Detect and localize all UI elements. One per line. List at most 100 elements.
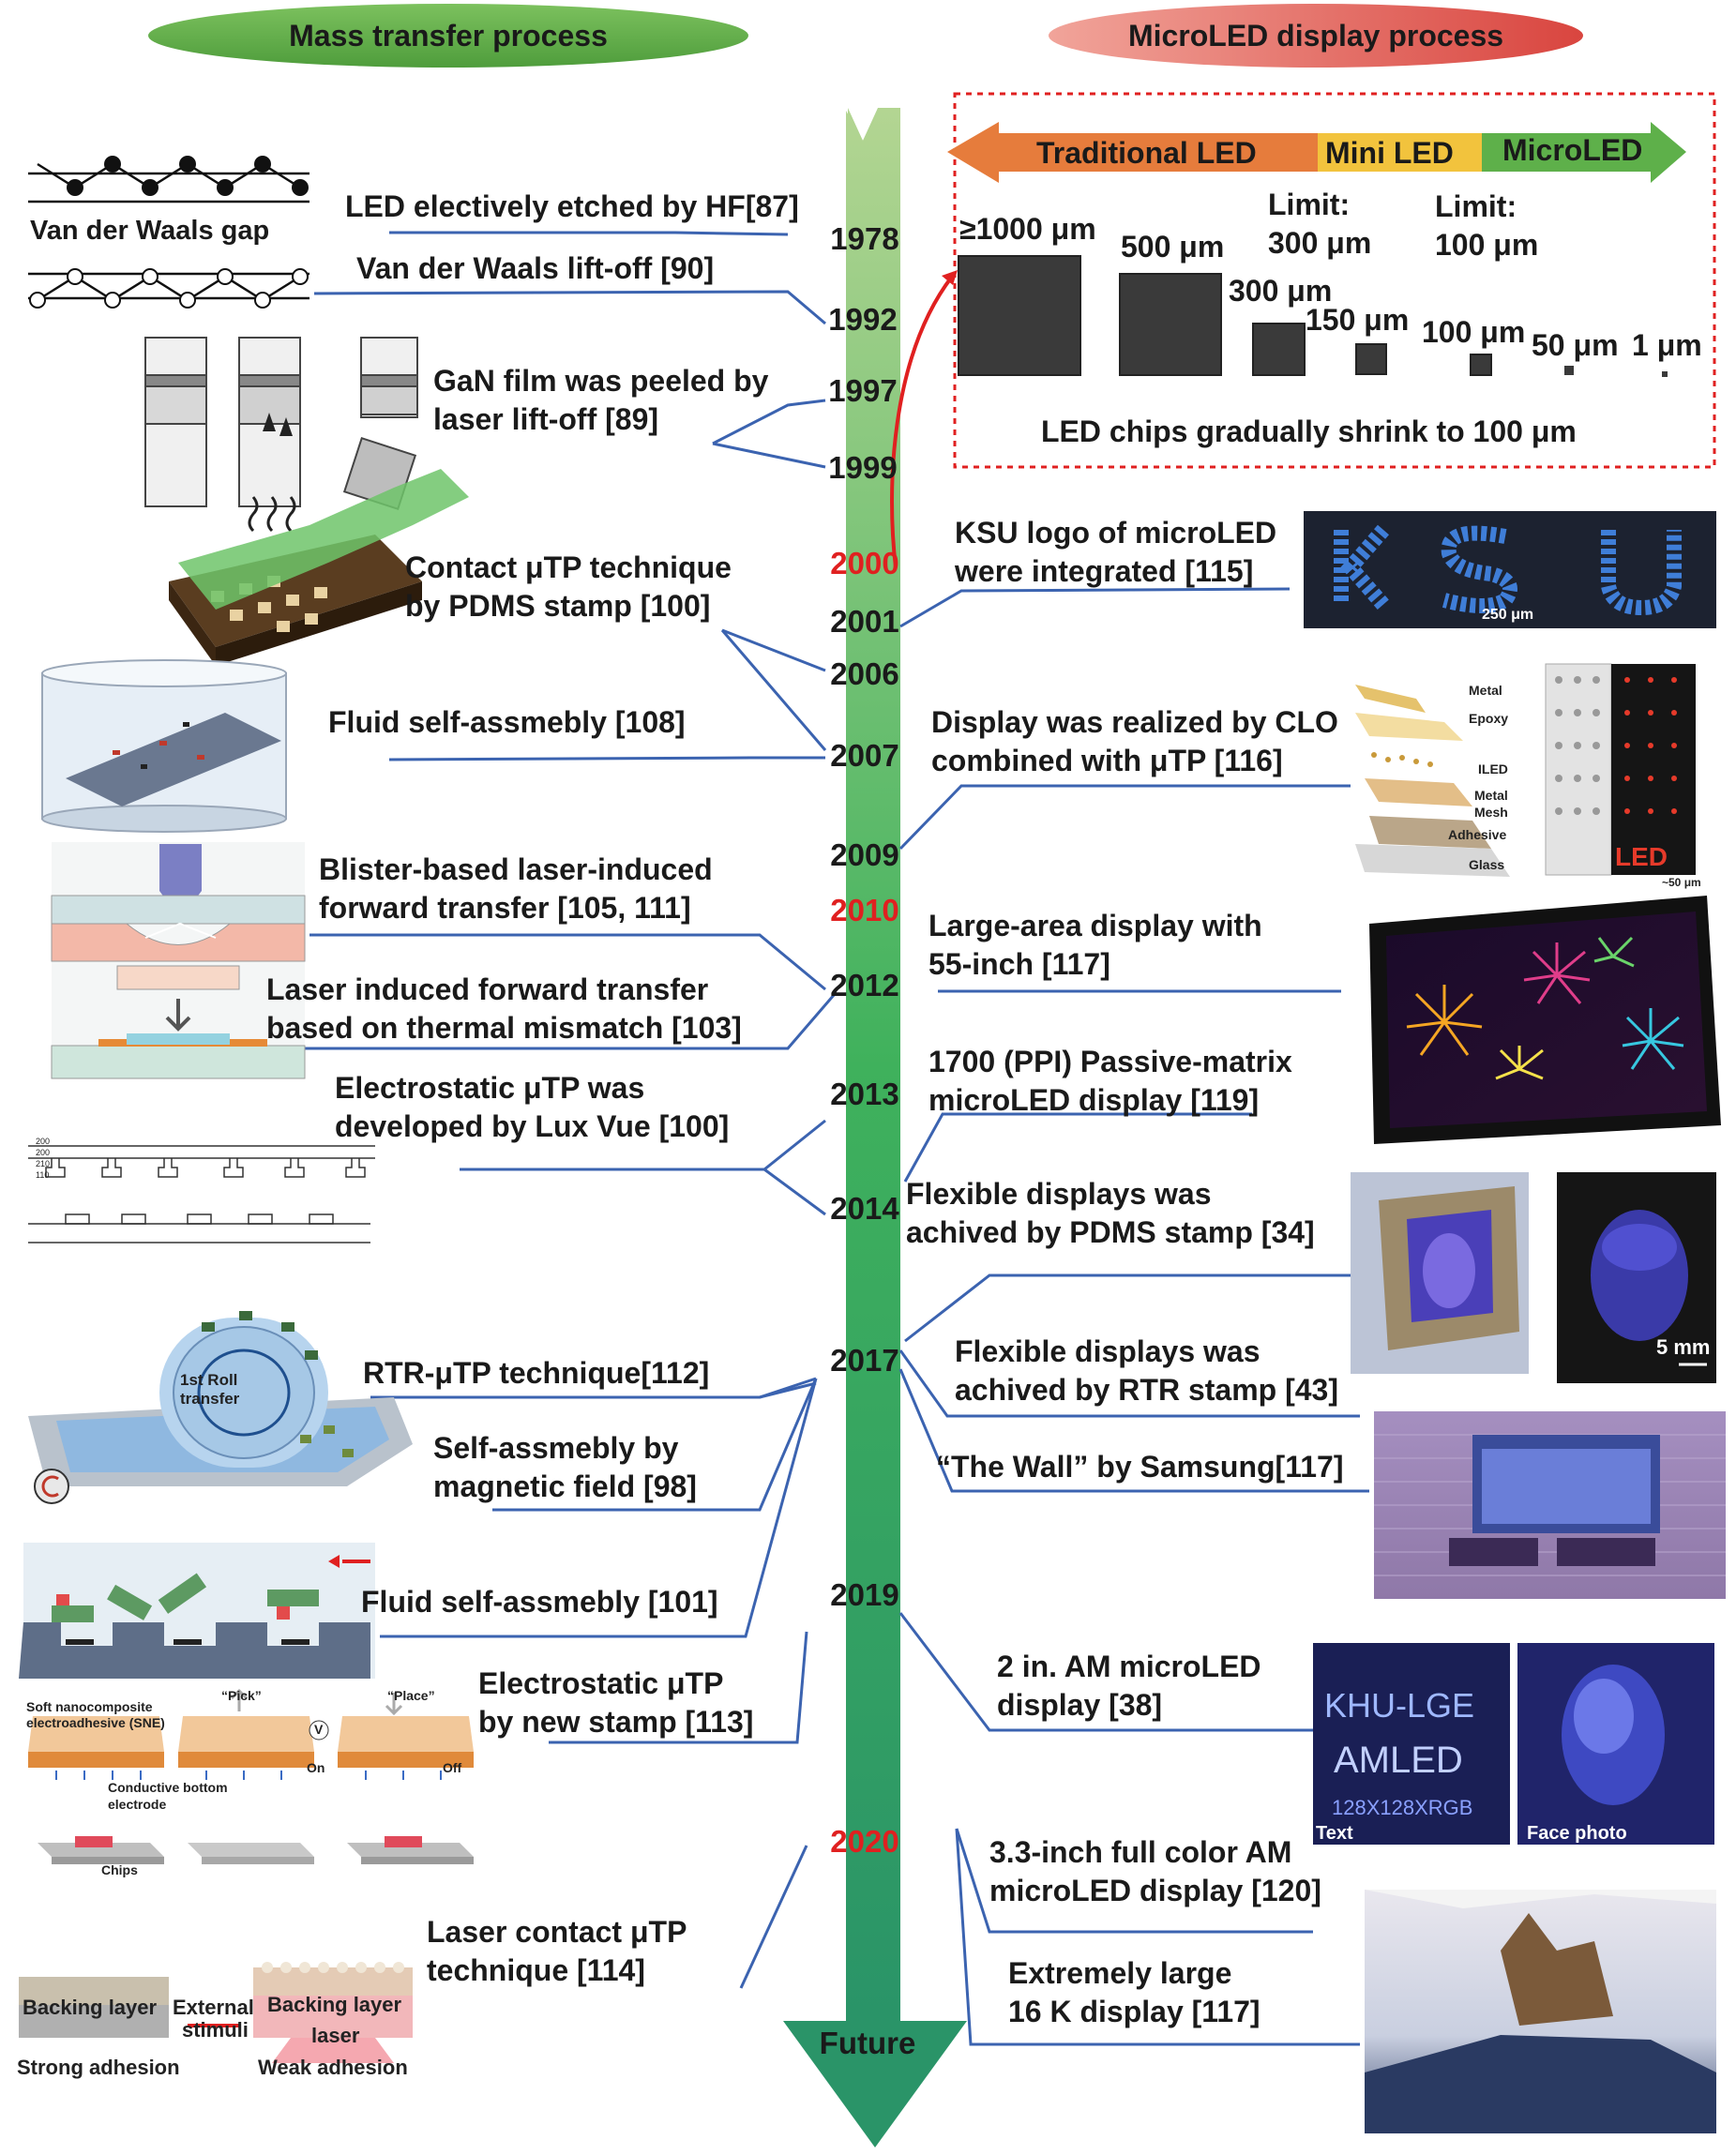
- clo-metal: Metal: [1469, 683, 1502, 698]
- size-comparison-box: [953, 92, 1716, 469]
- laser-contact-figure: [19, 1962, 413, 2063]
- year-2001: 2001: [830, 604, 899, 639]
- vdw-gap-label: Van der Waals gap: [30, 216, 270, 246]
- size-150: 150 μm: [1306, 303, 1410, 337]
- left-connectors: [272, 231, 837, 1989]
- roll-label-2: transfer: [180, 1390, 240, 1408]
- chip-squares: [958, 255, 1668, 377]
- event-luxvue-line1: Electrostatic μTP was: [335, 1071, 645, 1105]
- size-50: 50 μm: [1532, 328, 1619, 362]
- event-pdms-line1: Contact μTP technique: [405, 550, 732, 584]
- event-gan-line2: laser lift-off [89]: [433, 402, 659, 436]
- arrow-traditional-led: Traditional LED: [1036, 136, 1257, 170]
- blister-lift-figure: [51, 842, 306, 1079]
- event-the-wall: “The Wall” by Samsung[117]: [936, 1450, 1344, 1484]
- laser-backing-2: Backing layer: [267, 1993, 402, 2016]
- right-header: MicroLED display process: [1127, 18, 1504, 53]
- rtr-roll-figure: [28, 1311, 413, 1504]
- arrow-mini-led: Mini LED: [1325, 136, 1454, 170]
- limit-label-mini: Limit:: [1268, 188, 1351, 221]
- size-300: 300 μm: [1229, 274, 1333, 308]
- clo-glass: Glass: [1469, 857, 1505, 872]
- event-vdw-liftoff: Van der Waals lift-off [90]: [356, 251, 715, 285]
- event-lift-thermal-line2: based on thermal mismatch [103]: [266, 1011, 742, 1045]
- year-2013: 2013: [830, 1077, 899, 1111]
- khu-caption-face: Face photo: [1527, 1823, 1627, 1844]
- left-header: Mass transfer process: [289, 18, 608, 53]
- year-1997: 1997: [828, 373, 898, 408]
- laser-backing-1: Backing layer: [23, 1996, 158, 2019]
- event-ksu-line1: KSU logo of microLED: [955, 516, 1277, 550]
- sne-figure: [28, 1688, 474, 1864]
- event-new-stamp-line1: Electrostatic μTP: [478, 1666, 724, 1700]
- fireworks-tv-figure: [1369, 896, 1721, 1144]
- sne-label-1: Soft nanocomposite: [26, 1699, 153, 1714]
- event-ppi-line1: 1700 (PPI) Passive-matrix: [928, 1045, 1292, 1078]
- event-blister-line2: forward transfer [105, 111]: [319, 891, 691, 925]
- sne-place: “Place”: [387, 1688, 435, 1703]
- luxvue-figure: [28, 1145, 375, 1243]
- clo-led-text: LED: [1615, 842, 1668, 871]
- khu-amled-figure: [1313, 1643, 1714, 1845]
- year-1978: 1978: [830, 221, 899, 256]
- laser-liftoff-figure: [144, 337, 418, 533]
- year-2006: 2006: [830, 656, 899, 691]
- clo-figure: [1355, 663, 1696, 877]
- event-clo-line1: Display was realized by CLO: [931, 705, 1338, 739]
- laser-weak: Weak adhesion: [258, 2056, 408, 2079]
- event-ksu-line2: were integrated [115]: [955, 554, 1254, 588]
- event-laser-contact-line2: technique [114]: [427, 1953, 645, 1987]
- ksu-scale: 250 μm: [1482, 607, 1534, 623]
- year-2012: 2012: [830, 968, 899, 1002]
- khu-text-1: KHU-LGE: [1324, 1686, 1475, 1725]
- timeline-arrow: [783, 108, 967, 2147]
- luxvue-tick-3: 210: [36, 1159, 51, 1168]
- year-2017: 2017: [830, 1343, 899, 1378]
- event-luxvue-line2: developed by Lux Vue [100]: [335, 1109, 730, 1143]
- year-2009: 2009: [830, 837, 899, 872]
- laser-laser: laser: [311, 2024, 360, 2047]
- year-1992: 1992: [828, 302, 898, 337]
- 16k-display-figure: [1365, 1890, 1716, 2133]
- event-flex-rtr-line2: achived by RTR stamp [43]: [955, 1373, 1338, 1407]
- size-500: 500 μm: [1121, 230, 1225, 264]
- limit-value-mini: 300 μm: [1268, 226, 1372, 260]
- sne-electrode-1: Conductive bottom: [108, 1780, 228, 1795]
- roll-label-1: 1st Roll: [180, 1371, 238, 1389]
- arrow-microled: MicroLED: [1502, 133, 1643, 167]
- event-magnetic-line1: Self-assmebly by: [433, 1431, 679, 1465]
- red-connector-arrow: [890, 275, 954, 568]
- clo-mesh: Mesh: [1474, 805, 1508, 820]
- size-1: 1 μm: [1632, 328, 1702, 362]
- event-blister-line1: Blister-based laser-induced: [319, 852, 713, 886]
- limit-value-micro: 100 μm: [1435, 228, 1539, 262]
- luxvue-tick-4: 110: [36, 1170, 50, 1180]
- event-ppi-line2: microLED display [119]: [928, 1083, 1260, 1117]
- event-55inch-line2: 55-inch [117]: [928, 947, 1110, 981]
- event-hf-etch: LED electively etched by HF[87]: [345, 189, 799, 223]
- ksu-logo-figure: [1304, 511, 1716, 628]
- event-55inch-line1: Large-area display with: [928, 909, 1262, 942]
- pdms-stamp-figure: [169, 469, 469, 666]
- khu-text-2: AMLED: [1334, 1740, 1463, 1781]
- event-laser-contact-line1: Laser contact μTP: [427, 1915, 687, 1949]
- year-2000: 2000: [830, 546, 899, 580]
- clo-scale: ~50 μm: [1662, 876, 1701, 889]
- clo-iled: ILED: [1478, 761, 1508, 776]
- luxvue-tick-1: 200: [36, 1137, 51, 1146]
- right-header-pill: [1049, 4, 1583, 68]
- laser-strong: Strong adhesion: [17, 2056, 180, 2079]
- year-2020: 2020: [830, 1824, 899, 1859]
- event-16k-line2: 16 K display [117]: [1008, 1995, 1260, 2028]
- event-3in-line1: 3.3-inch full color AM: [989, 1835, 1292, 1869]
- year-future: Future: [819, 2026, 916, 2060]
- year-2007: 2007: [830, 738, 899, 773]
- sne-label-2: electroadhesive (SNE): [26, 1715, 165, 1730]
- clo-epoxy: Epoxy: [1469, 711, 1509, 726]
- size-1000: ≥1000 μm: [959, 212, 1096, 246]
- fluid-101-figure: [19, 1543, 375, 1679]
- sne-v: V: [314, 1722, 324, 1737]
- clo-adhesive: Adhesive: [1448, 827, 1507, 842]
- year-1999: 1999: [828, 450, 898, 485]
- laser-external: External: [173, 1996, 254, 2019]
